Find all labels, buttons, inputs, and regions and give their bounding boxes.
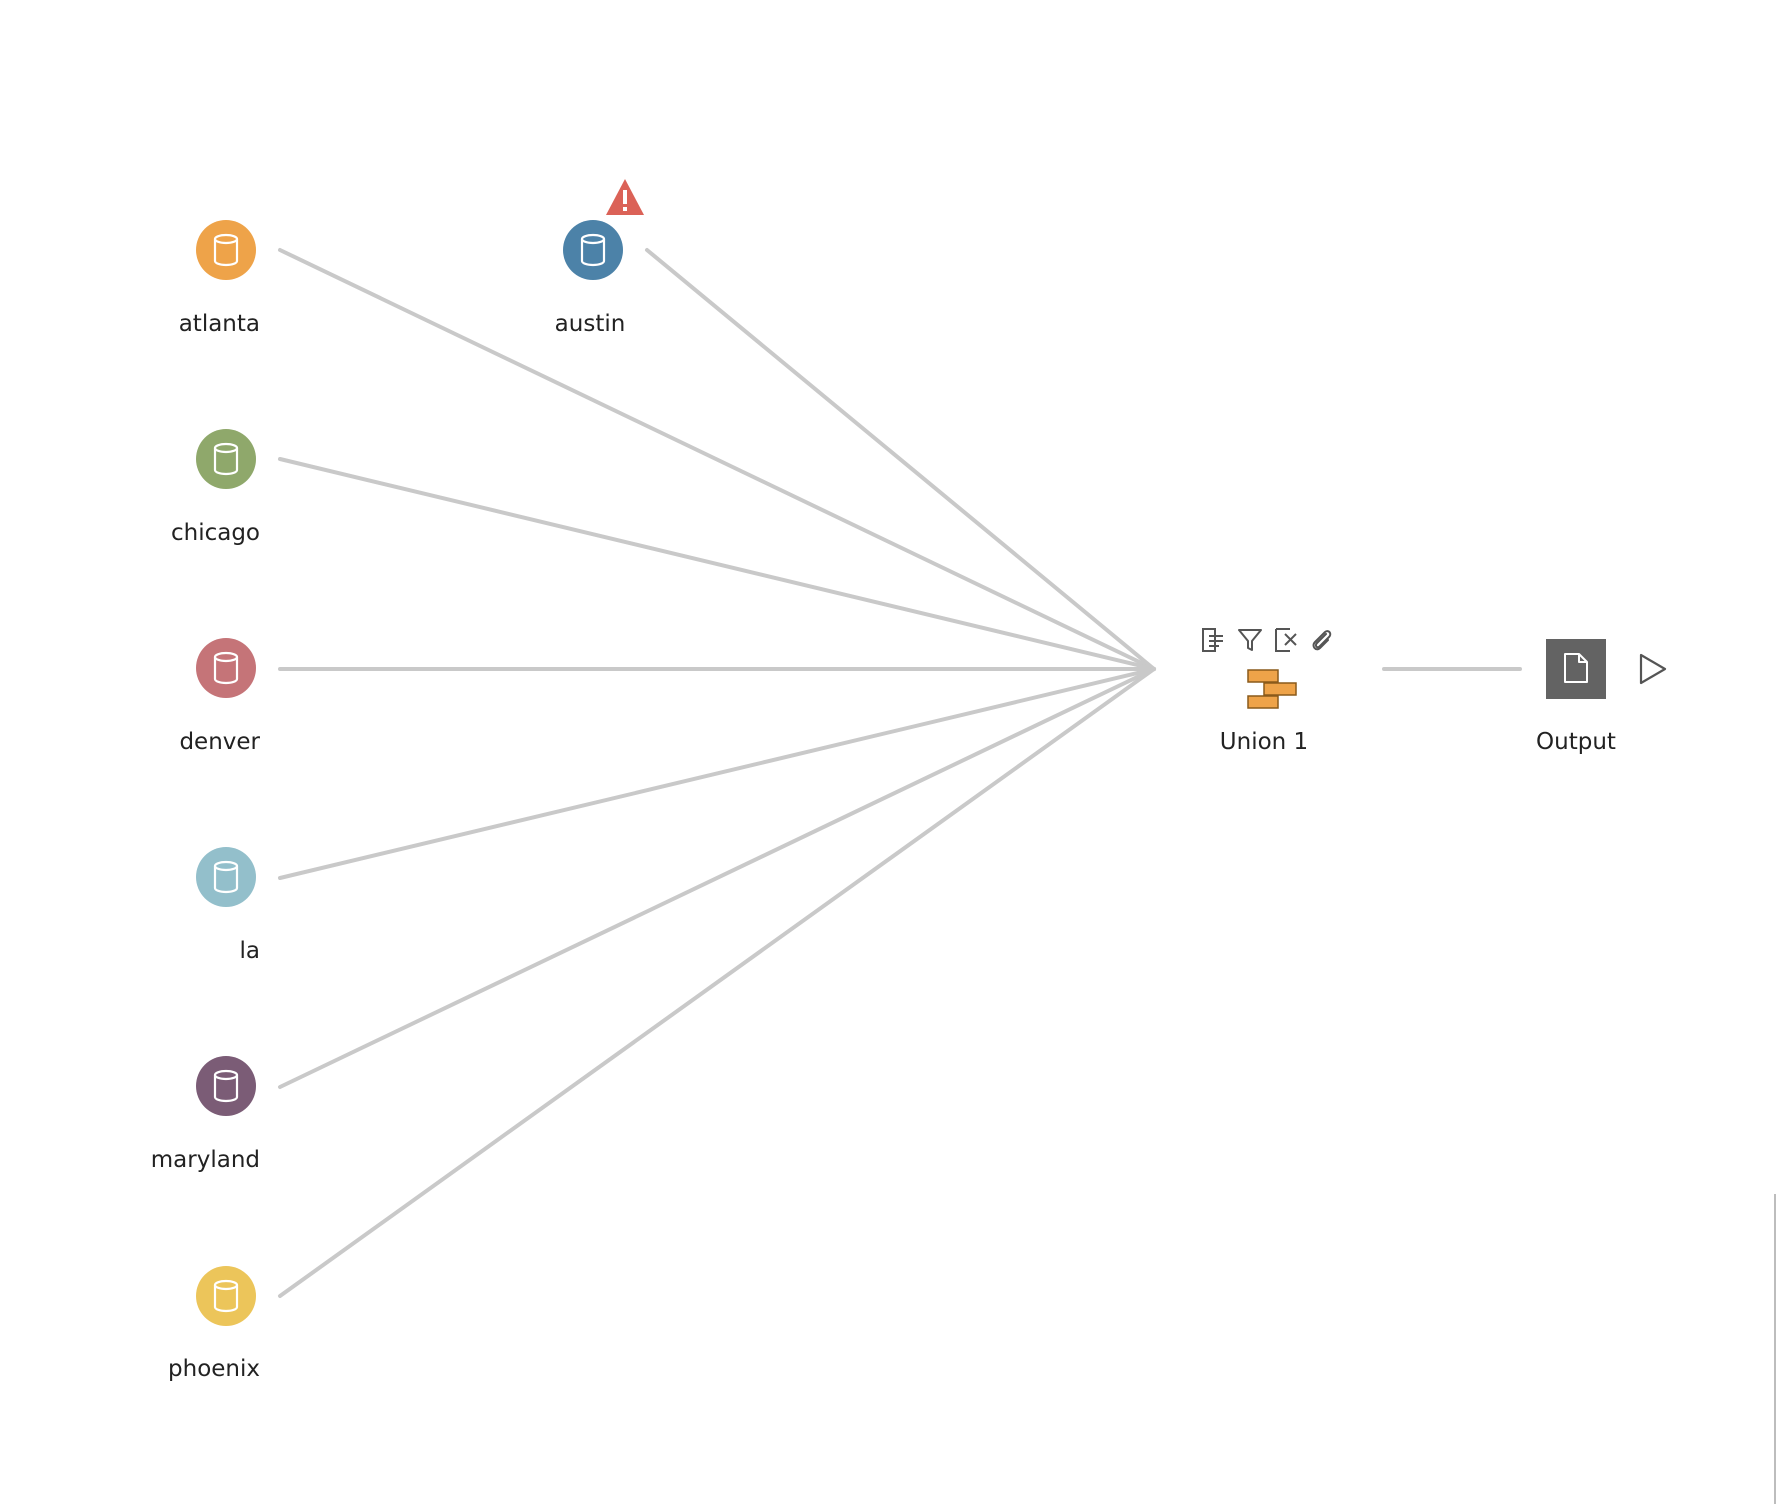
attach-icon[interactable] bbox=[1308, 626, 1336, 654]
edge-chicago-union[interactable] bbox=[278, 457, 1156, 671]
warning-icon[interactable] bbox=[604, 177, 646, 217]
output-file-icon bbox=[1564, 653, 1588, 683]
database-icon bbox=[213, 1279, 239, 1313]
source-node-phoenix[interactable] bbox=[196, 1266, 256, 1326]
source-node-austin[interactable] bbox=[563, 220, 623, 280]
database-icon bbox=[213, 233, 239, 267]
source-node-chicago[interactable] bbox=[196, 429, 256, 489]
filter-icon[interactable] bbox=[1236, 626, 1264, 654]
database-icon bbox=[213, 860, 239, 894]
source-node-atlanta[interactable] bbox=[196, 220, 256, 280]
database-icon bbox=[580, 233, 606, 267]
database-icon bbox=[213, 651, 239, 685]
edge-austin-union[interactable] bbox=[645, 248, 1156, 671]
source-label-denver: denver bbox=[179, 729, 260, 755]
clean-step-icon[interactable] bbox=[1199, 626, 1227, 654]
union-step-label[interactable]: Union 1 bbox=[1219, 729, 1309, 755]
source-node-la[interactable] bbox=[196, 847, 256, 907]
database-icon bbox=[213, 442, 239, 476]
output-label: Output bbox=[1536, 729, 1616, 755]
source-label-austin: austin bbox=[554, 311, 626, 337]
source-label-chicago: chicago bbox=[170, 520, 260, 546]
union-icon[interactable] bbox=[1246, 668, 1298, 710]
edge-atlanta-union[interactable] bbox=[278, 248, 1156, 671]
source-label-la: la bbox=[239, 938, 260, 964]
source-node-maryland[interactable] bbox=[196, 1056, 256, 1116]
database-icon bbox=[213, 1069, 239, 1103]
edge-maryland-union[interactable] bbox=[278, 667, 1156, 1089]
source-label-maryland: maryland bbox=[150, 1147, 260, 1173]
run-play-icon[interactable] bbox=[1636, 651, 1670, 687]
source-node-denver[interactable] bbox=[196, 638, 256, 698]
edge-la-union[interactable] bbox=[278, 667, 1156, 880]
edge-phoenix-union[interactable] bbox=[278, 667, 1156, 1298]
output-node[interactable] bbox=[1546, 639, 1606, 699]
remove-field-icon[interactable] bbox=[1272, 626, 1300, 654]
source-label-atlanta: atlanta bbox=[178, 311, 260, 337]
source-label-phoenix: phoenix bbox=[168, 1356, 260, 1382]
scrollbar[interactable] bbox=[1774, 1194, 1780, 1504]
